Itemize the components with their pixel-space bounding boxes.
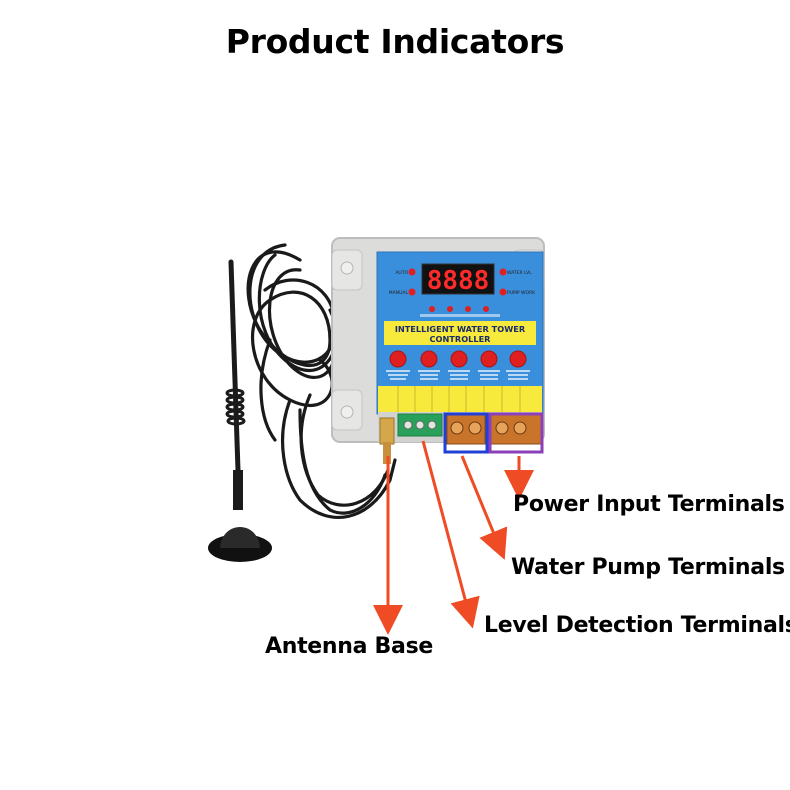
antenna-cable xyxy=(246,243,397,519)
arrow-level-detection xyxy=(421,440,480,629)
control-button-5 xyxy=(509,350,527,368)
indicator-left-bottom: MANUAL xyxy=(389,290,409,296)
antenna-base-label: Antenna Base xyxy=(265,634,433,659)
indicator-left-top: AUTO xyxy=(395,270,408,276)
banner-line-2: CONTROLLER xyxy=(429,334,491,344)
power-input-label: Power Input Terminals xyxy=(513,492,785,517)
antenna xyxy=(208,259,272,562)
indicator-right-bottom: PUMP WORK xyxy=(507,290,536,296)
water-pump-label: Water Pump Terminals xyxy=(511,555,785,580)
control-button-3 xyxy=(450,350,468,368)
controller-housing: 8888 AUTO MANUAL WATER LVL PUMP WORK INT… xyxy=(331,237,545,443)
control-button-1 xyxy=(389,350,407,368)
arrow-water-pump xyxy=(460,455,508,560)
terminal-blocks xyxy=(378,412,542,464)
level-detection-label: Level Detection Terminals xyxy=(484,613,790,638)
indicator-right-top: WATER LVL xyxy=(507,270,532,276)
power-terminal-highlight xyxy=(488,412,544,454)
page-title: Product Indicators xyxy=(225,22,565,61)
control-button-4 xyxy=(480,350,498,368)
led-display: 8888 xyxy=(427,266,490,296)
control-button-2 xyxy=(420,350,438,368)
banner-line-1: INTELLIGENT WATER TOWER xyxy=(395,324,526,334)
pump-terminal-highlight xyxy=(443,412,489,454)
